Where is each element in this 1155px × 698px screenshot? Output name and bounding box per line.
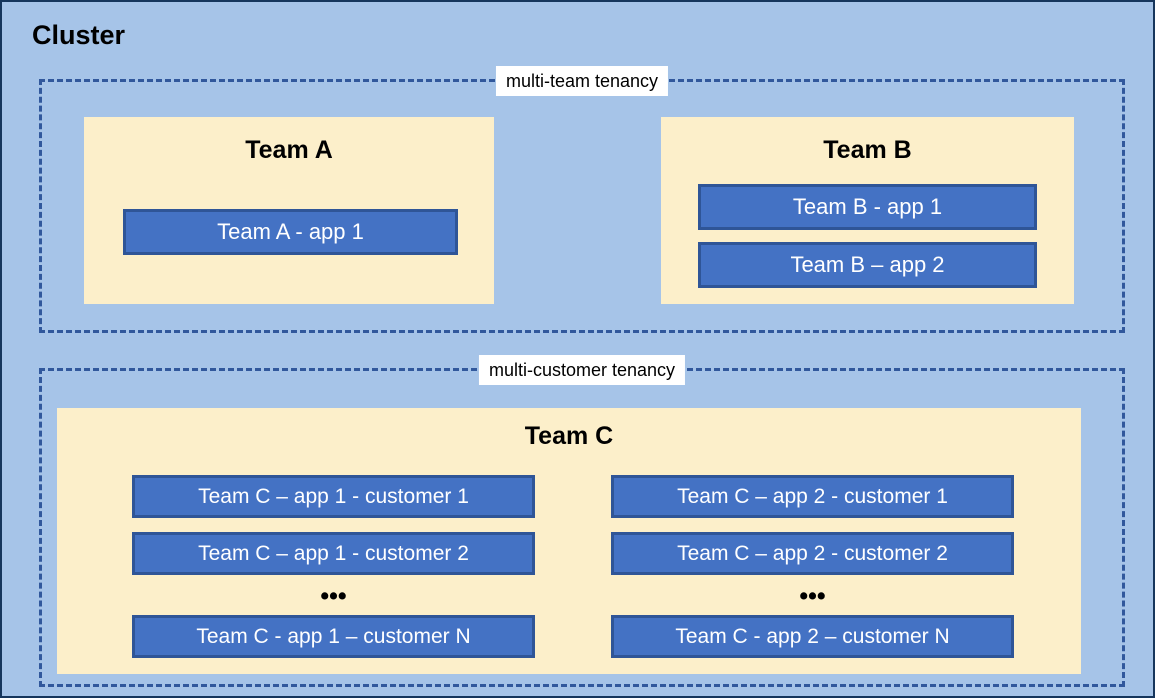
team-box-a: Team A Team A - app 1 xyxy=(84,117,494,304)
ellipsis-team-c-app-2: ••• xyxy=(799,582,826,610)
tenancy-group-multi-team: multi-team tenancy xyxy=(39,66,1125,333)
team-title-b: Team B xyxy=(823,136,912,164)
ellipsis-team-c-app-1: ••• xyxy=(320,582,347,610)
app-box-team-b-app-1[interactable]: Team B - app 1 xyxy=(698,184,1037,230)
team-box-b: Team B Team B - app 1 Team B – app 2 xyxy=(661,117,1074,304)
app-box-team-b-app-2[interactable]: Team B – app 2 xyxy=(698,242,1037,288)
app-box-team-c-app-1-customer-1[interactable]: Team C – app 1 - customer 1 xyxy=(132,475,535,518)
app-box-team-a-app-1[interactable]: Team A - app 1 xyxy=(123,209,458,255)
app-box-team-c-app-1-customer-2[interactable]: Team C – app 1 - customer 2 xyxy=(132,532,535,575)
app-box-team-c-app-2-customer-n[interactable]: Team C - app 2 – customer N xyxy=(611,615,1014,658)
team-title-a: Team A xyxy=(245,136,333,164)
tenancy-label-multi-team: multi-team tenancy xyxy=(495,66,669,96)
cluster-title: Cluster xyxy=(32,20,126,50)
app-box-team-c-app-1-customer-n[interactable]: Team C - app 1 – customer N xyxy=(132,615,535,658)
team-title-c: Team C xyxy=(524,422,614,450)
team-box-c: Team C Team C – app 1 - customer 1 Team … xyxy=(57,408,1081,674)
app-box-team-c-app-2-customer-2[interactable]: Team C – app 2 - customer 2 xyxy=(611,532,1014,575)
tenancy-group-multi-customer: multi-customer tenancy xyxy=(39,355,1125,687)
tenancy-label-multi-customer: multi-customer tenancy xyxy=(478,355,686,385)
app-box-team-c-app-2-customer-1[interactable]: Team C – app 2 - customer 1 xyxy=(611,475,1014,518)
